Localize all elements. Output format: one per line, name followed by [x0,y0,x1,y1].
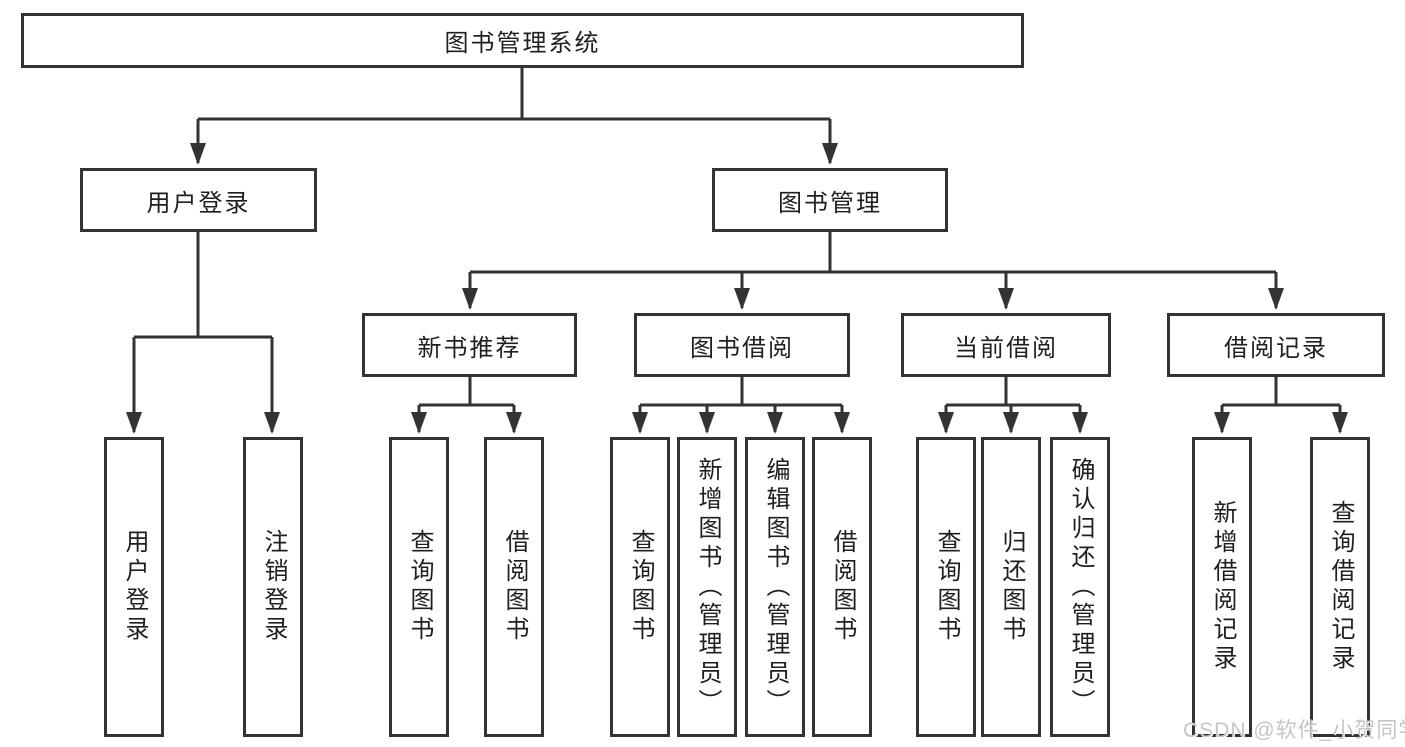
node-user-login: 用户登录 [80,168,317,232]
leaf-return-books: 归还图书 [981,437,1041,737]
leaf-add-borrow-record-label: 新增借阅记录 [1209,500,1236,674]
leaf-query-books-current-label: 查询图书 [933,529,960,645]
leaf-edit-books-admin: 编辑图书（管理员） [745,437,805,737]
node-borrowing-records: 借阅记录 [1167,313,1385,377]
node-book-borrowing: 图书借阅 [634,313,850,377]
leaf-return-books-label: 归还图书 [998,529,1025,645]
leaf-confirm-return-admin: 确认归还（管理员） [1050,437,1110,737]
leaf-query-borrow-record-label: 查询借阅记录 [1327,500,1354,674]
csdn-watermark: CSDN @软件_小贺同学 [1183,719,1405,742]
leaf-user-login-label: 用户登录 [121,529,148,645]
leaf-query-books-borrowing: 查询图书 [610,437,670,737]
node-library-management-system: 图书管理系统 [21,13,1024,68]
leaf-query-books-recommend-label: 查询图书 [406,529,433,645]
leaf-user-login: 用户登录 [104,437,164,737]
leaf-borrow-books-recommend: 借阅图书 [484,437,544,737]
leaf-edit-books-admin-label: 编辑图书（管理员） [762,456,789,718]
leaf-confirm-return-admin-label: 确认归还（管理员） [1067,456,1094,718]
leaf-add-borrow-record: 新增借阅记录 [1192,437,1252,737]
leaf-borrow-books-borrowing: 借阅图书 [812,437,872,737]
leaf-borrow-books-borrowing-label: 借阅图书 [829,529,856,645]
leaf-add-books-admin-label: 新增图书（管理员） [694,456,721,718]
node-new-book-recommendation: 新书推荐 [362,313,577,377]
leaf-query-books-current: 查询图书 [916,437,976,737]
leaf-add-books-admin: 新增图书（管理员） [677,437,737,737]
leaf-logout-label: 注销登录 [260,529,287,645]
leaf-logout: 注销登录 [243,437,303,737]
node-book-management: 图书管理 [712,168,948,232]
leaf-query-books-borrowing-label: 查询图书 [627,529,654,645]
node-current-borrowing: 当前借阅 [901,313,1111,377]
leaf-borrow-books-recommend-label: 借阅图书 [501,529,528,645]
leaf-query-borrow-record: 查询借阅记录 [1310,437,1370,737]
leaf-query-books-recommend: 查询图书 [389,437,449,737]
